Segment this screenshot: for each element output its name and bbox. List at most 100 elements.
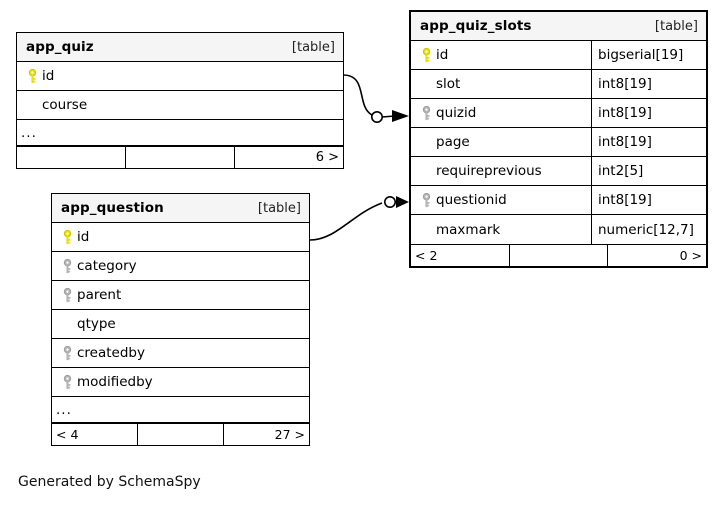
column-label: requireprevious [436,163,542,179]
column-label: createdby [77,345,145,361]
footer-children-count[interactable]: 0 > [679,248,703,263]
no-key-spacer [417,128,436,156]
footer-parents-count[interactable]: < 4 [52,424,138,445]
column-name-cell: category [52,252,309,280]
gray-key-icon [417,99,436,127]
gray-key-icon [58,281,77,309]
table-footer-app_quiz: 6 > [17,146,343,168]
column-name-cell: parent [52,281,309,309]
footer-middle-cell [138,424,224,445]
column-name-cell: id [411,41,591,69]
table-kind-label-app_question: [table] [257,200,301,216]
column-type-cell: int8[19] [591,128,706,156]
column-name-cell: course [17,91,343,119]
gray-key-icon [417,186,436,214]
crowfoot-arrow-icon [392,110,409,122]
table-title-app_question: app_question [61,200,164,216]
footer-parents-count[interactable] [17,147,126,168]
column-row-questionid[interactable]: questionid int8[19] [411,186,706,215]
relationship-app_question-to-app_quiz_slots [309,196,409,241]
column-name-cell: id [17,62,343,90]
column-row-slot[interactable]: slot int8[19] [411,70,706,99]
column-label: questionid [436,192,507,208]
table-app_quiz_slots[interactable]: app_quiz_slots [table] id [409,10,708,268]
footer-middle-cell [510,245,609,266]
table-header-app_question: app_question [table] [52,194,309,223]
yellow-key-icon [417,41,436,69]
column-name-cell: modifiedby [52,368,309,396]
column-label: maxmark [436,221,501,238]
footer-parents-count[interactable]: < 2 [411,245,510,266]
footer-children-count[interactable]: 27 > [274,427,305,442]
column-name-cell: slot [411,70,591,98]
more-columns-ellipsis: ... [17,120,343,146]
column-row-createdby[interactable]: createdby [52,339,309,368]
yellow-key-icon [58,223,77,251]
crowfoot-arrow-icon [396,196,409,208]
column-row-id[interactable]: id [52,223,309,252]
no-key-spacer [58,310,77,338]
column-label: quizid [436,105,477,121]
column-row-quizid[interactable]: quizid int8[19] [411,99,706,128]
column-name-cell: quizid [411,99,591,127]
column-label: page [436,134,470,150]
column-label: course [42,97,88,113]
column-label: modifiedby [77,374,153,390]
column-row-parent[interactable]: parent [52,281,309,310]
relationship-app_quiz-to-app_quiz_slots [343,74,409,124]
column-row-id[interactable]: id [17,62,343,91]
no-key-spacer [417,157,436,185]
column-label: slot [436,76,461,92]
table-columns-app_question: id category [52,223,309,423]
column-row-course[interactable]: course [17,91,343,120]
table-title-app_quiz_slots: app_quiz_slots [420,18,532,34]
zero-or-one-circle-icon [370,111,383,124]
column-row-page[interactable]: page int8[19] [411,128,706,157]
column-type-cell: int8[19] [591,186,706,214]
footer-middle-cell [126,147,235,168]
column-name-cell: qtype [52,310,309,338]
column-type-cell: bigserial[19] [591,41,706,69]
column-name-cell: id [52,223,309,251]
gray-key-icon [58,368,77,396]
table-footer-app_quiz_slots: < 2 0 > [411,244,706,266]
table-header-app_quiz_slots: app_quiz_slots [table] [411,12,706,41]
column-row-qtype[interactable]: qtype [52,310,309,339]
column-row-requireprevious[interactable]: requireprevious int2[5] [411,157,706,186]
column-label: category [77,258,137,274]
column-label: parent [77,287,122,303]
table-title-app_quiz: app_quiz [26,39,94,55]
table-header-app_quiz: app_quiz [table] [17,33,343,62]
column-label: id [42,68,55,84]
table-app_question[interactable]: app_question [table] id [51,193,310,446]
column-label: id [77,229,90,245]
column-row-modifiedby[interactable]: modifiedby [52,368,309,397]
column-type-cell: int2[5] [591,157,706,185]
table-kind-label-app_quiz: [table] [291,39,335,55]
column-row-id[interactable]: id bigserial[19] [411,41,706,70]
column-row-maxmark[interactable]: maxmark numeric[12,7] [411,215,706,244]
generated-by-caption: Generated by SchemaSpy [18,474,201,490]
column-name-cell: page [411,128,591,156]
gray-key-icon [58,252,77,280]
table-kind-label-app_quiz_slots: [table] [654,18,698,34]
yellow-key-icon [23,62,42,90]
column-type-cell: int8[19] [591,70,706,98]
column-type-cell: int8[19] [591,99,706,127]
table-app_quiz[interactable]: app_quiz [table] id [16,32,344,169]
zero-or-one-circle-icon [383,196,396,209]
no-key-spacer [417,215,436,244]
column-label: qtype [77,316,116,332]
column-row-category[interactable]: category [52,252,309,281]
column-name-cell: createdby [52,339,309,367]
column-label: id [436,47,449,63]
column-name-cell: maxmark [411,215,591,244]
no-key-spacer [417,70,436,98]
no-key-spacer [23,91,42,119]
footer-children-count[interactable]: 6 > [315,150,339,165]
column-name-cell: requireprevious [411,157,591,185]
column-type-cell: numeric[12,7] [591,215,706,244]
more-columns-ellipsis: ... [52,397,309,423]
gray-key-icon [58,339,77,367]
